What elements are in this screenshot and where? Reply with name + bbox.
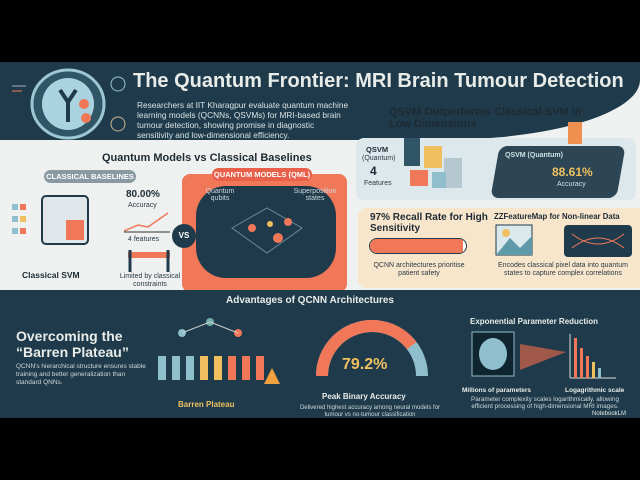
classical-baselines-pill: CLASSICAL BASELINES [44,170,136,183]
quantum-models-panel: Quantum qubits Superposition states [182,174,347,292]
features-label: 4 features [128,236,160,243]
barren-title: Overcoming the “Barren Plateau” [16,328,129,360]
infographic: The Quantum Frontier: MRI Brain Tumour D… [0,62,640,418]
data-blocks-icon [404,138,462,188]
recall-bar [369,238,467,254]
barren-label: Barren Plateau [178,400,235,409]
qcnn-tree-icon [158,318,280,384]
header-band [0,62,640,140]
param-desc: Parameter complexity scales logarithmica… [471,396,619,410]
qsvm-model: QSVM [366,145,389,154]
classical-svm-label: Classical SVM [22,270,80,280]
param-title: Exponential Parameter Reduction [470,317,599,326]
page-title: The Quantum Frontier: MRI Brain Tumour D… [133,70,624,92]
barrier-icon [128,250,170,272]
recall-title: 97% Recall Rate for High Sensitivity [370,212,488,234]
qubits-label: Quantum qubits [205,188,235,202]
image-and-circuit-icon [495,224,632,257]
advantages-title: Advantages of QCNN Architectures [226,295,394,306]
recall-caption: QCNN architectures prioritise patient sa… [373,262,465,277]
intro-text: Researchers at IIT Kharagpur evaluate qu… [137,100,349,140]
peak-accuracy-title: Peak Binary Accuracy [322,392,406,401]
gauge-fill [316,320,417,377]
peak-accuracy-desc: Delivered highest accuracy among neural … [299,405,441,418]
qsvm-title: QSVM Outperforms Classical SVM in Low Di… [389,106,582,130]
accuracy-gauge [316,320,428,377]
zz-caption: Encodes classical pixel data into quantu… [498,262,628,277]
qsvm-features-number: 4 [370,164,377,178]
brain-mri-icon [12,68,126,140]
recall-bar-fill [370,239,464,253]
comparison-title: Quantum Models vs Classical Baselines [102,152,312,164]
classical-accuracy-label: Accuracy [128,202,157,209]
param-right-label: Logagrithmic scale [565,387,625,394]
peak-accuracy-value: 79.2% [342,356,388,373]
qubit-grid-icon [231,207,303,254]
qubit-space [196,186,336,278]
cpu-chip-icon [12,195,89,245]
orange-cube-icon [568,122,582,144]
qsvm-accuracy-label: Accuracy [557,181,586,188]
notebooklm-watermark: NotebookLM [592,411,627,417]
qsvm-model-sub: (Quantum) [362,155,396,162]
superposition-label: Superposition states [293,188,337,202]
classical-accuracy-value: 80.00% [126,189,160,200]
param-left-label: Millions of parameters [462,387,531,394]
accuracy-trend-icon [123,212,170,233]
zz-title: ZZFeatureMap for Non-linear Data [494,212,620,221]
qsvm-accuracy-value: 88.61% [552,165,593,179]
param-reduction-icon [471,331,616,379]
vs-badge: VS [172,224,196,248]
qsvm-chip-label: QSVM (Quantum) [505,152,563,159]
quantum-models-pill: QUANTUM MODELS (QML) [212,168,312,181]
limited-caption: Limited by classical constraints [119,273,181,288]
qsvm-features-label: Features [364,180,392,187]
barren-desc: QCNN's hierarchical structure ensures st… [16,363,146,386]
